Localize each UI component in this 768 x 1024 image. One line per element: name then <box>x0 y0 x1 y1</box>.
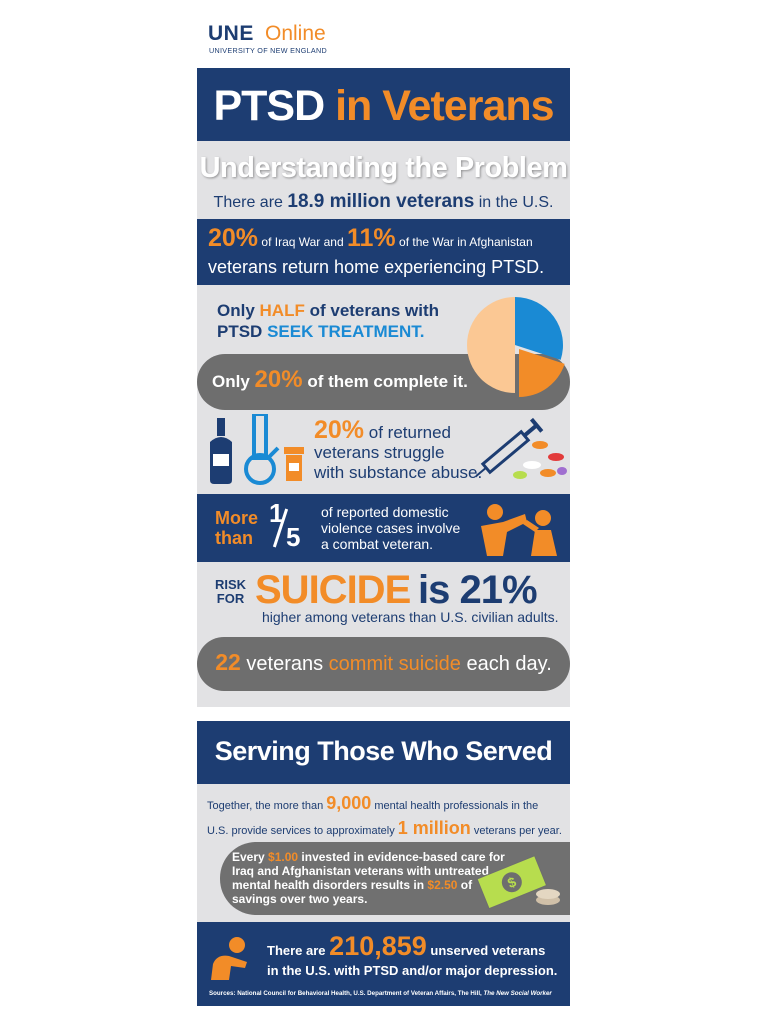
pill-bottle-icon <box>284 447 304 481</box>
pie-half-treated <box>515 297 563 360</box>
suicide-sub-line: higher among veterans than U.S. civilian… <box>262 609 559 625</box>
pie-slice-complete <box>519 349 565 397</box>
veteran-count-line: There are 18.9 million veterans in the U… <box>213 191 554 212</box>
savings-pill: Every $1.00 invested in evidence-based c… <box>220 842 570 915</box>
title-veterans: in Veterans <box>335 82 554 130</box>
logo-subtitle: UNIVERSITY OF NEW ENGLAND <box>209 46 327 55</box>
person-icon <box>211 937 247 980</box>
ptsd-return-line: veterans return home experiencing PTSD. <box>208 257 545 277</box>
serving-header: Serving Those Who Served <box>197 721 570 784</box>
unserved-box: There are 210,859 unserved veterans in t… <box>197 922 570 1006</box>
logo-une: UNE <box>208 22 254 45</box>
une-logo: UNE Online UNIVERSITY OF NEW ENGLAND <box>208 22 358 55</box>
serving-heading: Serving Those Who Served <box>214 736 553 766</box>
fight-icon <box>481 504 557 556</box>
suicide-risk-pct: is 21% <box>418 568 538 612</box>
syringe-pills-icon <box>476 417 567 479</box>
substance-pct: 20% <box>314 416 365 444</box>
understanding-heading: Understanding the Problem <box>199 152 568 184</box>
iraq-pct: 20% <box>208 224 259 252</box>
bottle-icon <box>210 418 232 484</box>
bong-icon <box>244 414 280 485</box>
professionals-text: Together, the more than 9,000 mental hea… <box>207 793 562 838</box>
than-label: than <box>215 528 253 548</box>
seek-treatment-text: Only HALF of veterans with PTSD SEEK TRE… <box>217 301 440 341</box>
fraction-numerator: 1 <box>269 498 284 528</box>
sources-text: Sources: National Council for Behavioral… <box>209 990 552 997</box>
title-banner: PTSD in Veterans <box>197 68 570 141</box>
afghanistan-pct: 11% <box>347 224 396 252</box>
substance-text: 20% of returned veterans struggle with s… <box>314 416 483 483</box>
veteran-count: 18.9 million veterans <box>287 191 475 212</box>
money-icon: $ <box>476 855 560 910</box>
domestic-violence-box: More than 1 5 of reported domestic viole… <box>197 494 570 562</box>
treatment-pie-chart <box>467 297 565 397</box>
logo-online: Online <box>265 22 326 45</box>
war-stats-box: 20% of Iraq War and 11% of the War in Af… <box>197 219 570 285</box>
risk-for-label: RISK FOR <box>215 577 247 606</box>
more-label: More <box>215 508 259 528</box>
pie-half-untreated <box>467 297 515 393</box>
daily-suicide-pill: 22 veterans commit suicide each day. <box>197 637 570 691</box>
fraction-denominator: 5 <box>286 522 301 552</box>
title-ptsd: PTSD <box>213 82 325 130</box>
suicide-word: SUICIDE <box>255 568 411 612</box>
unserved-count: 210,859 <box>329 931 427 961</box>
